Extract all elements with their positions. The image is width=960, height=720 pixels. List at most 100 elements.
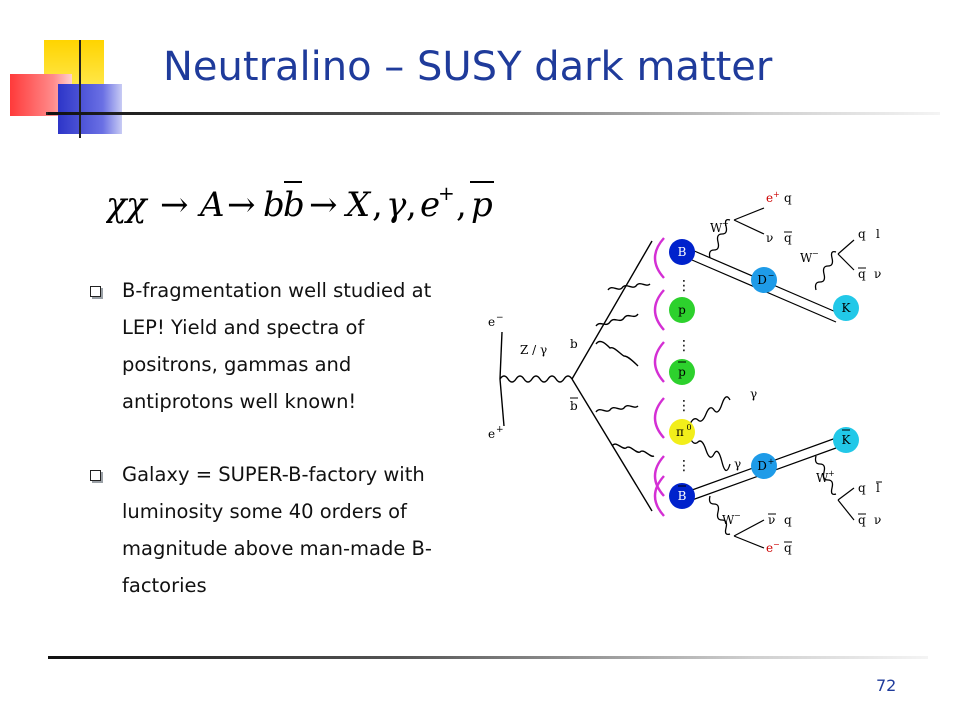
gluon-2 <box>595 313 639 327</box>
footer-rule <box>48 656 928 659</box>
svg-text:⋮: ⋮ <box>677 458 691 474</box>
z-gamma-propagator <box>499 375 573 383</box>
antiproton-node <box>669 359 695 385</box>
w-bottom-right-label: W <box>816 471 829 485</box>
top-right-decay-c: q <box>858 267 866 281</box>
pbar-label: p <box>678 365 686 379</box>
b-quark-line <box>571 240 653 380</box>
D-minus-node <box>751 267 777 293</box>
K-bottom-node <box>833 427 859 453</box>
B-meson-node <box>669 239 695 265</box>
pi0-label: π <box>676 425 684 439</box>
top-right-decay-a: q <box>858 227 866 241</box>
proton-node <box>669 297 695 323</box>
w-bottom-left-sup: − <box>734 511 741 520</box>
ellipsis-marks: ⋮ ⋮ ⋮ ⋮ <box>677 278 691 474</box>
formula-arrow-3: → <box>309 185 338 225</box>
formula-chi-1: χ <box>106 185 129 225</box>
formula-X: X <box>343 185 372 225</box>
D-plus-label: D <box>757 459 767 473</box>
gamma-top-label: γ <box>750 387 757 401</box>
bottom-right-decay-b: l <box>876 481 880 495</box>
formula-chi-2: χ <box>124 185 149 225</box>
formula-bbar: b <box>283 185 305 225</box>
slide-title: Neutralino – SUSY dark matter <box>163 44 773 90</box>
w-boson-top-left <box>708 218 731 259</box>
corner-vertical-line <box>79 40 81 138</box>
formula-b: b <box>263 185 285 225</box>
corner-blue-square <box>58 84 122 134</box>
w-top-right-sup: − <box>812 249 819 258</box>
svg-text:⋮: ⋮ <box>677 338 691 354</box>
Bbar-meson-node <box>669 483 695 509</box>
pi0-node <box>669 419 695 445</box>
checkbox-bullet-icon <box>90 286 101 297</box>
page-number: 72 <box>876 676 897 695</box>
bbar-label: b <box>570 399 578 413</box>
w-boson-bottom-left <box>708 495 731 536</box>
formula-arrow-2: → <box>227 185 256 225</box>
formula-arrow-1: → <box>160 185 189 225</box>
formula-e: e <box>420 185 440 225</box>
e-plus-sup: + <box>496 425 504 435</box>
top-right-decay-d: ν <box>874 267 881 281</box>
bullet-list: B-fragmentation well studied at LEP! Yie… <box>90 272 450 604</box>
title-underline <box>48 112 940 115</box>
pi0-sup: 0 <box>686 423 691 432</box>
photon-line-bottom <box>689 437 731 472</box>
electron-line <box>499 331 503 380</box>
gluon-3 <box>595 340 639 367</box>
svg-text:⋮: ⋮ <box>677 278 691 294</box>
formula-A: A <box>197 185 225 225</box>
bullet-item: Galaxy = SUPER-B-factory with luminosity… <box>90 456 450 604</box>
w-boson-top-right <box>814 250 837 291</box>
positron-line <box>499 378 505 427</box>
top-left-decay-d: q <box>784 231 792 245</box>
B-label: B <box>678 245 687 259</box>
w-bottom-right-sup: + <box>828 469 835 478</box>
formula-p: p <box>471 185 493 225</box>
e-plus-label: e <box>488 427 495 441</box>
K-bottom-label: K <box>842 433 852 447</box>
b-label: b <box>570 337 578 351</box>
photon-line-top <box>689 396 731 425</box>
bottom-right-decay-d: ν <box>874 513 881 527</box>
p-label: p <box>678 303 686 317</box>
annihilation-formula: χ χ → A → b b → X , γ , e + , p <box>106 181 494 225</box>
fragmentation-arcs <box>653 237 665 517</box>
b-fragmentation-diagram: ⋮ ⋮ ⋮ ⋮ B p p π 0 B <box>488 190 882 555</box>
formula-comma-2: , <box>406 185 417 225</box>
bottom-left-decay-d: q <box>784 541 792 555</box>
w-top-right-label: W <box>800 251 813 265</box>
bullet-text: Galaxy = SUPER-B-factory with luminosity… <box>122 463 432 597</box>
top-left-decay-a-sup: + <box>773 190 780 199</box>
top-left-decay-b: q <box>784 191 792 205</box>
bottom-left-decay-a: ν <box>768 513 775 527</box>
formula-comma-3: , <box>456 185 467 225</box>
K-top-node <box>833 295 859 321</box>
D-minus-sup: − <box>768 271 775 280</box>
bottom-left-decay-b: q <box>784 513 792 527</box>
z-gamma-label: Z / γ <box>520 343 547 357</box>
Bbar-label: B <box>678 489 687 503</box>
formula-comma-1: , <box>372 185 383 225</box>
gamma-bottom-label: γ <box>734 457 741 471</box>
checkbox-bullet-icon <box>90 470 101 481</box>
gluon-1 <box>607 283 651 291</box>
top-left-decay-c: ν <box>766 231 773 245</box>
formula-e-plus: + <box>438 181 455 205</box>
gluon-5 <box>611 443 655 457</box>
D-minus-label: D <box>757 273 767 287</box>
e-minus-label: e <box>488 315 495 329</box>
w-bottom-left-label: W <box>722 513 735 527</box>
w-boson-bottom-right <box>814 455 837 496</box>
e-minus-sup: − <box>496 313 504 323</box>
svg-text:⋮: ⋮ <box>677 398 691 414</box>
bottom-right-decay-c: q <box>858 513 866 527</box>
K-top-label: K <box>842 301 852 315</box>
D-plus-sup: + <box>768 457 775 466</box>
bottom-left-decay-c: e <box>766 541 773 555</box>
bottom-left-decay-c-sup: − <box>773 540 780 549</box>
bullet-text: B-fragmentation well studied at LEP! Yie… <box>122 279 432 413</box>
w-top-left-label: W <box>710 221 723 235</box>
